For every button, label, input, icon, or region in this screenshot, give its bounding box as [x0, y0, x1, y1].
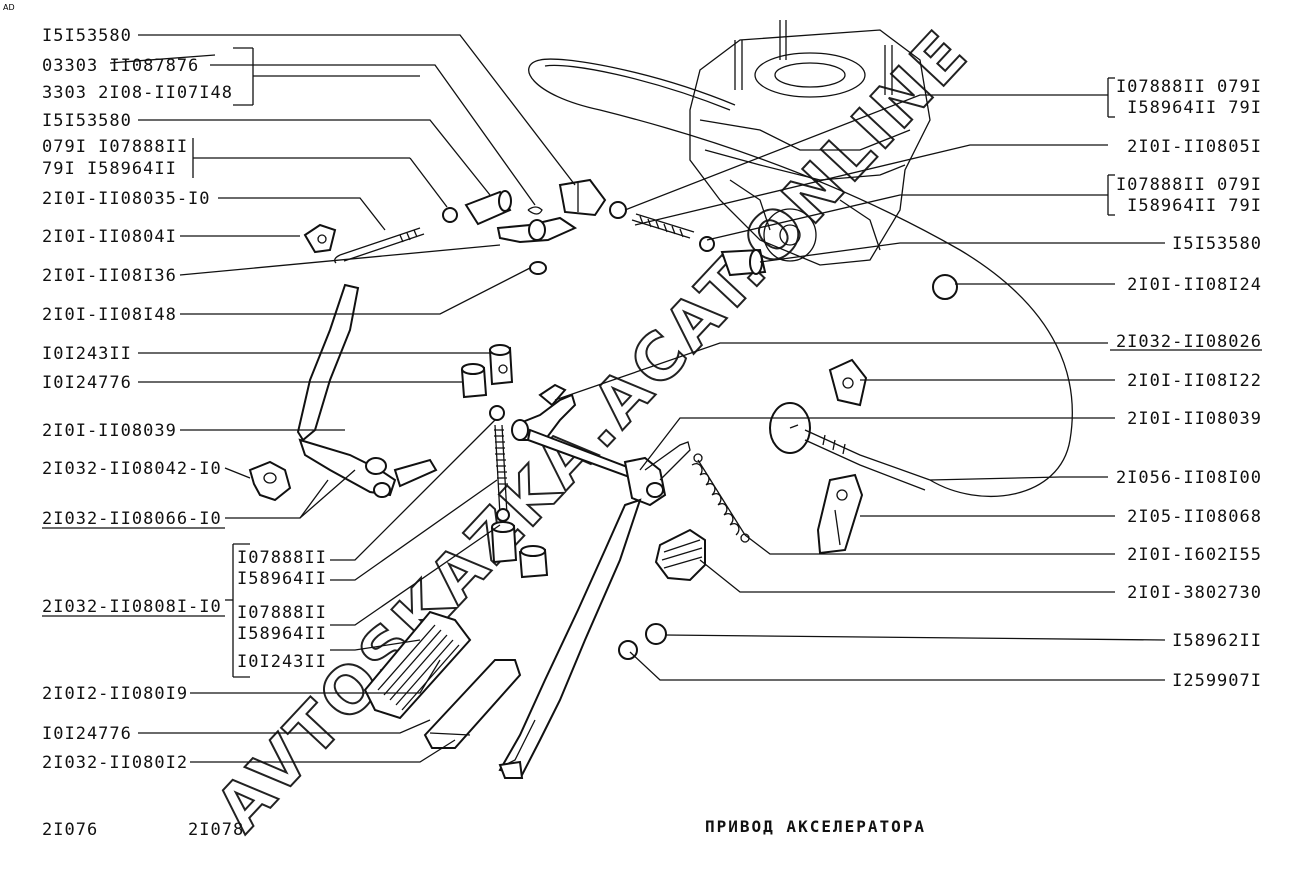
lever-arm-icon [511, 383, 637, 480]
cable-bracket-icon [816, 473, 864, 555]
part-label: I0I243II [42, 344, 132, 364]
svg-text:AVTOSKAZKA.ACAT.ONLINE: AVTOSKAZKA.ACAT.ONLINE [203, 16, 984, 846]
part-label: 2I05-II08068 [1127, 507, 1262, 527]
bracket-clip-icon [303, 223, 337, 254]
cable-clip-icon [828, 358, 868, 407]
part-label: I259907I [1172, 671, 1262, 691]
adjust-rod-icon [494, 424, 508, 516]
coupling-icon [490, 521, 518, 564]
part-label: I58962II [1172, 631, 1262, 651]
part-label: 2I032-II08026 [1116, 332, 1262, 352]
leader-lines-right [554, 77, 1262, 681]
cable-housing-icon [769, 402, 931, 491]
part-label: I07888II 079I [1116, 175, 1262, 195]
labels-left: I5I53580 03303 II087876 3303 2I08-II07I4… [42, 26, 327, 773]
part-label: I58964II [237, 624, 327, 644]
model-label: 2I076 [42, 820, 98, 840]
part-label: 2I0I-II0805I [1127, 137, 1262, 157]
leader-lines-left [138, 34, 576, 763]
bushing-icon [464, 190, 512, 226]
part-label: 2I032-II0808I-I0 [42, 597, 222, 617]
cable-tip-icon [558, 178, 607, 217]
grommet-icon [932, 274, 958, 300]
part-label: 2I0I-II08I36 [42, 266, 177, 286]
watermark: AVTOSKAZKA.ACAT.ONLINE [202, 15, 985, 847]
part-label: 2I032-II08066-I0 [42, 509, 222, 529]
part-label: 79I I58964II [42, 159, 177, 179]
part-label: 2I0I-II08039 [1127, 409, 1262, 429]
part-label: I5I53580 [42, 26, 132, 46]
part-label: I58964II [237, 569, 327, 589]
nut-icon [442, 207, 458, 223]
part-label: 3303 2I08-II07I48 [42, 83, 233, 103]
part-label: 2I0I-I602I55 [1127, 545, 1262, 565]
part-label: 2I0I-II08I48 [42, 305, 177, 325]
spring-rod-icon [334, 227, 425, 264]
part-label: I5I53580 [1172, 234, 1262, 254]
washer-icon [529, 261, 547, 275]
part-label: 2I056-II08I00 [1116, 468, 1262, 488]
part-label: 2I032-II080I2 [42, 753, 188, 773]
boot-icon [654, 528, 706, 582]
label-underlines [42, 54, 225, 617]
part-label: 2I0I-3802730 [1127, 583, 1262, 603]
nut-icon-6 [645, 623, 667, 645]
part-label: I58964II 79I [1127, 196, 1262, 216]
pin-icon [488, 344, 514, 386]
cable-end-icon [720, 248, 767, 277]
nut-icon-4 [489, 405, 505, 421]
part-label: 03303 II087876 [42, 56, 199, 76]
part-label: I58964II 79I [1127, 98, 1262, 118]
part-label: 2I0I-II08I24 [1127, 275, 1262, 295]
nut-icon-3 [699, 236, 715, 252]
part-label: I5I53580 [42, 111, 132, 131]
accelerator-pedal-pad-icon [363, 610, 472, 720]
model-label: 2I078 [188, 820, 244, 840]
pedal-arm-icon [498, 498, 642, 779]
nut-icon-5 [496, 508, 510, 522]
part-label: I0I24776 [42, 724, 132, 744]
part-label: I0I24776 [42, 373, 132, 393]
part-label: I07888II [237, 548, 327, 568]
page-title: ПРИВОД АКСЕЛЕРАТОРА [705, 817, 926, 836]
part-label: 2I0I2-II080I9 [42, 684, 188, 704]
lever-bracket-icon [496, 216, 578, 244]
part-label: 2I0I-II08I22 [1127, 371, 1262, 391]
throttle-cable-icon [528, 58, 1073, 497]
carburetor-icon [689, 20, 931, 266]
return-spring-icon [691, 453, 750, 543]
part-label: I07888II [237, 603, 327, 623]
corner-mark: AD [3, 3, 15, 12]
part-label: I0I243II [237, 652, 327, 672]
pedal-shaft-icon [296, 283, 438, 498]
part-label: I07888II 079I [1116, 77, 1262, 97]
part-label: 079I I07888II [42, 137, 188, 157]
part-label: 2I0I-II08035-I0 [42, 189, 211, 209]
pedal-bracket-icon [623, 441, 691, 507]
shaft-bracket-icon [248, 460, 292, 502]
labels-right: I07888II 079I I58964II 79I 2I0I-II0805I … [1116, 77, 1262, 691]
threaded-rod-icon [631, 213, 695, 239]
part-label: 2I032-II08042-I0 [42, 459, 222, 479]
bushing-icon-2 [460, 363, 488, 399]
part-label: 2I0I-II0804I [42, 227, 177, 247]
nut-icon-2 [609, 201, 627, 219]
clip-icon [527, 206, 543, 215]
part-label: 2I0I-II08039 [42, 421, 177, 441]
pedal-cover-icon [423, 659, 522, 749]
bushing-icon-3 [518, 545, 549, 579]
